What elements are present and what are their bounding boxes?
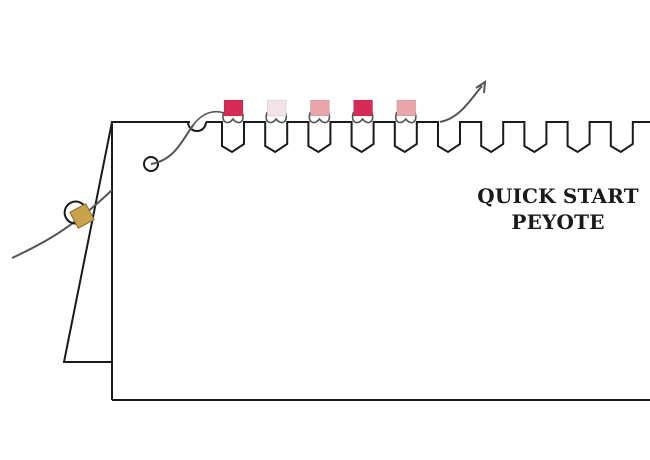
title-line-1: QUICK START bbox=[477, 184, 639, 208]
bead-row bbox=[223, 99, 417, 117]
thread-through-hole bbox=[150, 123, 195, 165]
card-notched-edge bbox=[111, 121, 650, 400]
thread bbox=[11, 80, 487, 259]
thread-tail bbox=[11, 189, 113, 259]
card-flap bbox=[62, 121, 113, 363]
thread-arrow-icon bbox=[475, 80, 487, 94]
bead bbox=[223, 99, 244, 117]
stop-bead bbox=[63, 200, 95, 229]
title-line-2: PEYOTE bbox=[511, 210, 605, 234]
bead bbox=[396, 99, 417, 117]
diagram-title: QUICK START PEYOTE bbox=[470, 183, 646, 235]
thread-exit bbox=[439, 85, 483, 123]
bead bbox=[266, 99, 287, 117]
stop-bead-body bbox=[69, 203, 95, 229]
bead bbox=[310, 99, 330, 117]
bead bbox=[353, 99, 373, 117]
thread-loops bbox=[193, 110, 417, 125]
top-hole bbox=[187, 121, 207, 132]
